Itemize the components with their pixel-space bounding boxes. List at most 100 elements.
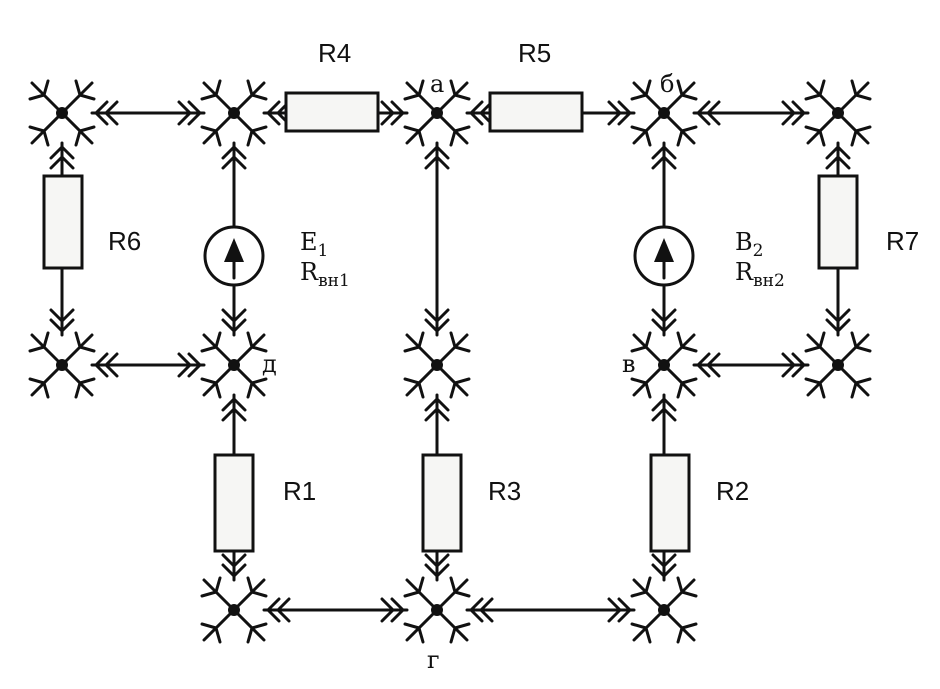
junction-tip xyxy=(78,93,96,101)
connector-chevron xyxy=(104,352,119,378)
junction-spoke xyxy=(806,333,840,367)
junction-spoke xyxy=(202,578,236,612)
label-r6: R6 xyxy=(108,226,141,256)
connector-chevron xyxy=(825,308,851,323)
connector-chevron xyxy=(791,352,806,378)
connector-chevron xyxy=(177,100,192,126)
junction-tip xyxy=(630,622,648,630)
connector-chevron xyxy=(791,100,806,126)
junction-spoke xyxy=(836,81,870,115)
connector-chevron xyxy=(221,318,247,333)
resistor-r4 xyxy=(284,91,380,133)
junction-tip xyxy=(676,129,684,147)
junction-spoke xyxy=(662,608,696,642)
junction-spoke xyxy=(202,81,236,115)
junction-tip xyxy=(850,381,858,399)
junction-tip xyxy=(644,79,652,97)
connector-chevron xyxy=(266,597,281,623)
junction-spoke xyxy=(662,81,696,115)
junction-spoke xyxy=(30,363,64,397)
junction-dot xyxy=(658,604,670,616)
junction-tip xyxy=(453,345,471,353)
junction-tip xyxy=(676,331,684,349)
junction-spoke xyxy=(836,333,870,367)
junction-spoke xyxy=(30,333,64,367)
junction-tip xyxy=(854,377,872,385)
junction-spoke xyxy=(405,608,439,642)
junction-tip xyxy=(200,622,218,630)
junction-tip xyxy=(453,125,471,133)
junction-dot xyxy=(431,359,443,371)
junction-tip xyxy=(680,590,698,598)
junction-spoke xyxy=(806,111,840,145)
connector-chevron xyxy=(221,155,247,170)
junctions xyxy=(28,79,872,644)
junction-tip xyxy=(676,576,684,594)
junction-tip xyxy=(644,129,652,147)
junction-tip xyxy=(200,345,218,353)
junction-tip xyxy=(818,79,826,97)
junction-tip xyxy=(74,331,82,349)
connector-chevron xyxy=(187,100,202,126)
junction-dot xyxy=(431,604,443,616)
junction-spoke xyxy=(405,578,439,612)
connector-chevron xyxy=(380,597,395,623)
junction-tip xyxy=(403,125,421,133)
connector-arrows xyxy=(49,100,851,623)
junction-tip xyxy=(78,345,96,353)
junction-tip xyxy=(214,576,222,594)
junction-tip xyxy=(42,331,50,349)
junction-tip xyxy=(246,79,254,97)
junction-tip xyxy=(453,93,471,101)
junction-spoke xyxy=(232,111,266,145)
connector-chevron xyxy=(390,100,405,126)
junction-spoke xyxy=(202,111,236,145)
junction-tip xyxy=(449,576,457,594)
connector-chevron xyxy=(651,155,677,170)
junction-tip xyxy=(28,377,46,385)
junction-tip xyxy=(200,125,218,133)
junction-tip xyxy=(676,626,684,644)
junction-tip xyxy=(680,377,698,385)
connector-chevron xyxy=(221,145,247,160)
junction-dot xyxy=(56,107,68,119)
junction-spoke xyxy=(632,81,666,115)
junction-spoke xyxy=(405,333,439,367)
junction-tip xyxy=(449,129,457,147)
connector-chevron xyxy=(781,100,796,126)
junction-tip xyxy=(200,93,218,101)
junction-spoke xyxy=(232,578,266,612)
connector-chevron xyxy=(651,407,677,422)
junction-tip xyxy=(250,345,268,353)
connector-chevron xyxy=(49,318,75,333)
junction-spoke xyxy=(662,111,696,145)
junction-tip xyxy=(250,377,268,385)
junction-dot xyxy=(658,107,670,119)
e1-symbol: E xyxy=(300,228,318,256)
resistor-r6 xyxy=(42,174,84,270)
junction-spoke xyxy=(405,363,439,397)
junction-tip xyxy=(449,331,457,349)
node-label-g: г xyxy=(427,646,440,674)
label-r7: R7 xyxy=(886,226,919,256)
junction-spoke xyxy=(232,608,266,642)
junction-tip xyxy=(676,381,684,399)
junction-tip xyxy=(449,626,457,644)
junction-spoke xyxy=(435,608,469,642)
label-r2: R2 xyxy=(716,476,749,506)
junction-spoke xyxy=(60,81,94,115)
connector-chevron xyxy=(706,352,721,378)
junction-tip xyxy=(214,331,222,349)
connector-chevron xyxy=(479,597,494,623)
connector-chevron xyxy=(651,553,677,568)
junction-dot xyxy=(832,359,844,371)
junction-tip xyxy=(804,345,822,353)
junction-tip xyxy=(630,590,648,598)
junction-tip xyxy=(850,331,858,349)
junction-tip xyxy=(246,331,254,349)
junction-tip xyxy=(630,345,648,353)
label-r3: R3 xyxy=(488,476,521,506)
junction-tip xyxy=(453,590,471,598)
connector-chevron xyxy=(781,352,796,378)
